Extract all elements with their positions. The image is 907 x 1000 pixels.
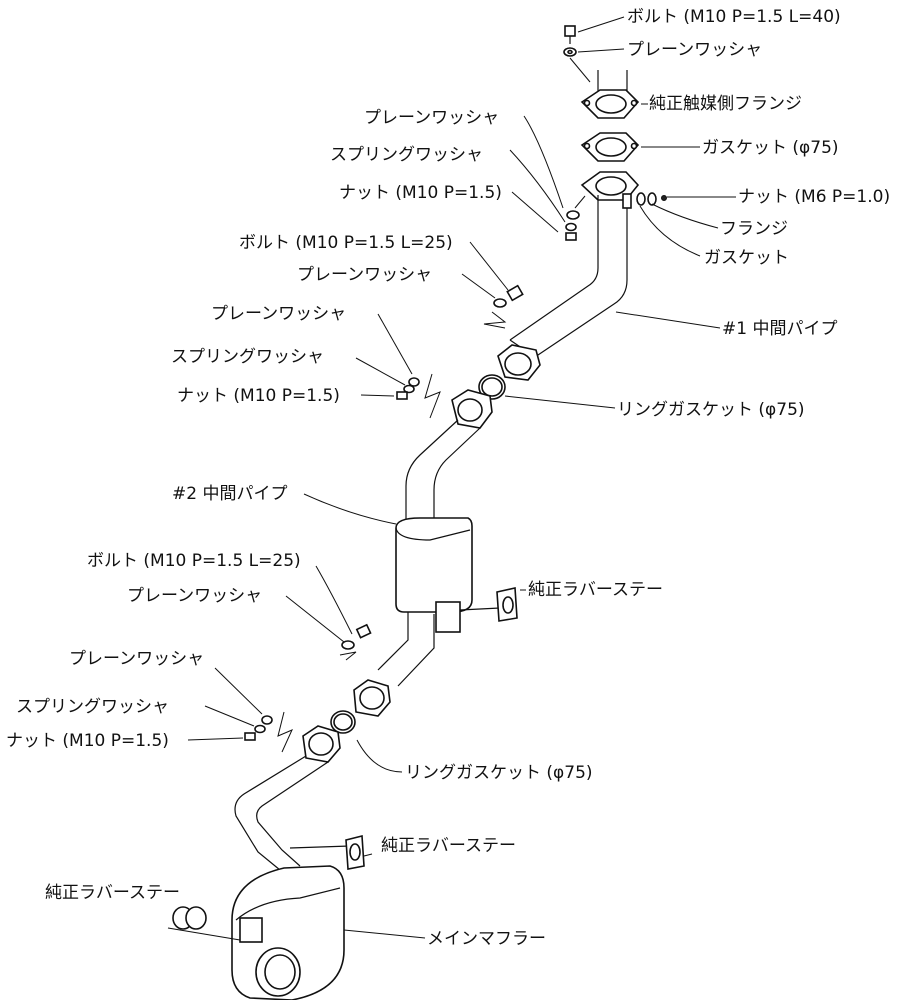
mid-pipe-2 — [405, 419, 481, 520]
label-main-muffler: メインマフラー — [427, 929, 546, 949]
mid-pipe-2-lower — [377, 612, 435, 687]
washer-top — [563, 47, 577, 57]
oem-catalyst-flange — [580, 89, 640, 119]
leader-lines — [187, 16, 736, 939]
bolt-top — [564, 25, 576, 44]
label-bolt-l25-2: ボルト (M10 P=1.5 L=25) — [87, 551, 301, 571]
label-gasket: ガスケット — [704, 248, 789, 268]
label-ring-gasket-1: リングガスケット (φ75) — [617, 400, 805, 420]
label-nut-m10-2: ナット (M10 P=1.5) — [177, 386, 340, 406]
label-bolt-l25-1: ボルト (M10 P=1.5 L=25) — [239, 233, 453, 253]
resonator — [395, 517, 501, 633]
label-oem-catalyst-flange: 純正触媒側フランジ — [649, 94, 802, 114]
label-oem-rubber-stay-1: 純正ラバーステー — [528, 580, 663, 600]
mid-pipe-1 — [509, 195, 628, 358]
label-ring-gasket-2: リングガスケット (φ75) — [405, 763, 593, 783]
label-mid-pipe-2: #2 中間パイプ — [172, 484, 287, 504]
ring-gasket-2 — [330, 710, 356, 734]
washer-stack-3 — [244, 711, 293, 753]
label-spring-washer-2: スプリングワッシャ — [171, 347, 324, 367]
label-oem-rubber-stay-2: 純正ラバーステー — [381, 836, 516, 856]
label-bolt-top: ボルト (M10 P=1.5 L=40) — [627, 7, 841, 27]
label-spring-washer-3: スプリングワッシャ — [16, 697, 169, 717]
bolt-l25-2 — [339, 623, 372, 661]
main-muffler — [231, 865, 345, 1000]
label-oem-rubber-stay-3: 純正ラバーステー — [45, 883, 180, 903]
flange-pipe1-outlet — [497, 344, 541, 381]
flange-pipe2-outlet — [353, 679, 391, 717]
flange-muffler-inlet — [302, 725, 341, 763]
label-flange: フランジ — [720, 219, 788, 239]
washer-stack-2 — [396, 373, 441, 419]
label-spring-washer-1: スプリングワッシャ — [330, 145, 483, 165]
label-nut-m6: ナット (M6 P=1.0) — [738, 187, 890, 207]
flange-pipe2-inlet — [451, 389, 493, 429]
bolt-axis-line — [569, 57, 591, 83]
label-plain-washer-2: プレーンワッシャ — [297, 265, 432, 285]
rubber-stay-2 — [345, 834, 365, 870]
tail-pipe — [234, 755, 351, 871]
ring-gasket-1 — [478, 374, 506, 400]
bolt-l25-1 — [483, 284, 524, 329]
label-plain-washer-1: プレーンワッシャ — [364, 108, 499, 128]
label-plain-washer-5: プレーンワッシャ — [69, 649, 204, 669]
label-plain-washer-top: プレーンワッシャ — [627, 40, 762, 60]
washer-stack-1 — [565, 195, 586, 241]
label-gasket-75: ガスケット (φ75) — [702, 138, 839, 158]
label-plain-washer-3: プレーンワッシャ — [211, 304, 346, 324]
label-nut-m10-3: ナット (M10 P=1.5) — [6, 731, 169, 751]
rubber-stay-3 — [167, 906, 241, 941]
small-flange-assembly — [622, 192, 667, 209]
label-nut-m10-1: ナット (M10 P=1.5) — [339, 183, 502, 203]
rubber-stay-1 — [496, 587, 518, 622]
label-mid-pipe-1: #1 中間パイプ — [722, 319, 837, 339]
label-plain-washer-4: プレーンワッシャ — [127, 586, 262, 606]
gasket-75 — [580, 132, 640, 162]
